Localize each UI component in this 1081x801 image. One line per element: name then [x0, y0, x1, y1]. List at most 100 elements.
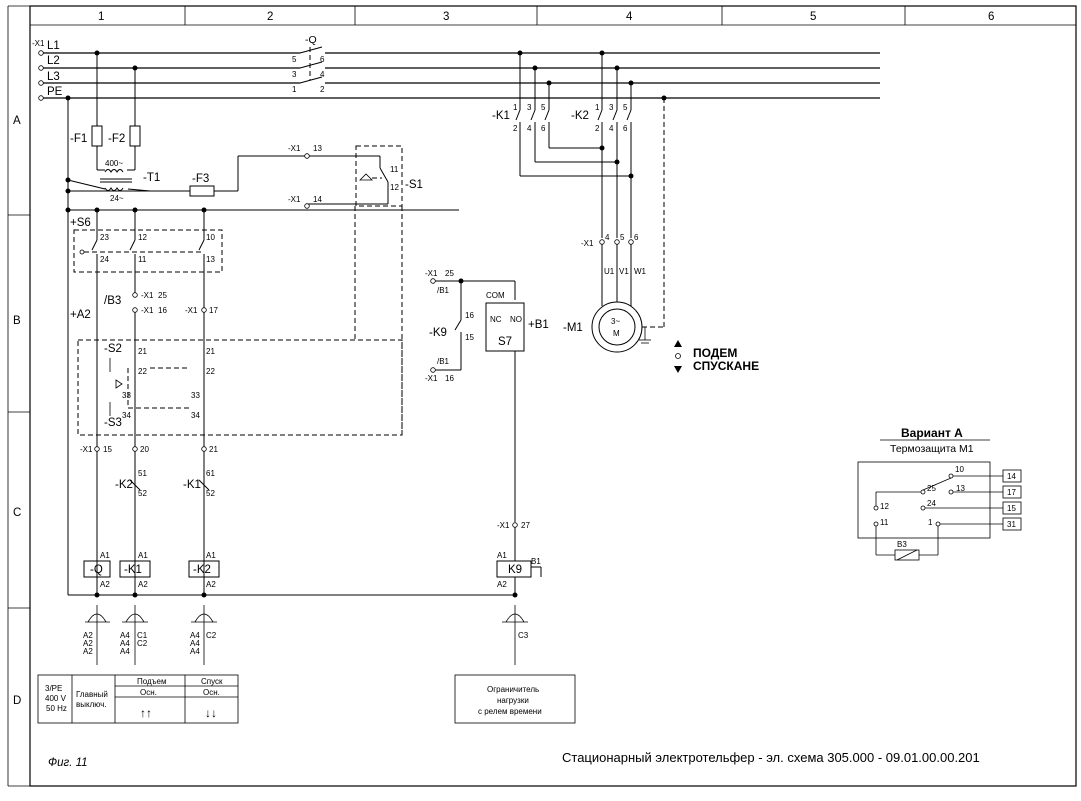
svg-text:34: 34 [191, 411, 200, 420]
svg-text:M: M [613, 329, 620, 338]
svg-text:Ограничитель: Ограничитель [487, 685, 539, 694]
svg-text:400~: 400~ [105, 159, 123, 168]
lower-arrows: ↓↓ [205, 706, 217, 720]
relay-s7 [485, 302, 525, 352]
svg-text:U1: U1 [604, 267, 615, 276]
svg-text:-M1: -M1 [563, 322, 583, 334]
svg-text:-F3: -F3 [192, 173, 209, 185]
svg-text:11: 11 [880, 518, 889, 527]
svg-text:Подъем: Подъем [137, 677, 166, 686]
svg-text:A4: A4 [120, 631, 130, 640]
svg-text:A2: A2 [138, 580, 148, 589]
lift-arrows: ↑↑ [140, 706, 152, 720]
power-bus: -X1 L1 L2 L3 PE [32, 39, 880, 101]
svg-text:15: 15 [465, 333, 474, 342]
svg-text:A4: A4 [120, 639, 130, 648]
svg-text:400 V: 400 V [45, 694, 67, 703]
svg-text:-K1: -K1 [124, 564, 142, 576]
svg-text:33: 33 [122, 391, 131, 400]
row-label: A [13, 115, 21, 127]
svg-text:-S2: -S2 [104, 343, 122, 355]
svg-text:21: 21 [209, 445, 218, 454]
svg-text:A2: A2 [83, 639, 93, 648]
column-label: 1 [98, 11, 104, 23]
svg-text:-X1: -X1 [288, 144, 301, 153]
coils-q-k1-k2: A1 -Q A2 A1 -K1 A2 A1 -K2 A2 [68, 551, 518, 598]
svg-text:/B1: /B1 [437, 357, 450, 366]
svg-text:-K2: -K2 [571, 110, 589, 122]
column-label: 4 [626, 11, 633, 23]
bus-l3-label: L3 [47, 71, 60, 83]
svg-text:31: 31 [1007, 520, 1016, 529]
svg-text:6: 6 [623, 124, 628, 133]
svg-text:C2: C2 [206, 631, 217, 640]
motor-m1: -X1 4 5 6 U1 V1 W1 3~ M -M1 ПОДЕМ СПУСКА… [563, 95, 759, 373]
svg-text:A4: A4 [190, 647, 200, 656]
fuse-f2 [129, 125, 141, 147]
svg-text:4: 4 [527, 124, 532, 133]
svg-text:1: 1 [513, 103, 518, 112]
svg-text:23: 23 [100, 233, 109, 242]
svg-text:13: 13 [313, 144, 322, 153]
svg-text:с релем времени: с релем времени [478, 707, 542, 716]
svg-text:-K9: -K9 [429, 327, 447, 339]
svg-text:NO: NO [510, 315, 522, 324]
svg-text:21: 21 [138, 347, 147, 356]
svg-text:-K2: -K2 [115, 479, 133, 491]
svg-text:-Q: -Q [305, 34, 317, 46]
svg-text:-X1: -X1 [425, 269, 438, 278]
svg-text:-F2: -F2 [108, 133, 125, 145]
svg-text:Осн.: Осн. [203, 688, 220, 697]
svg-text:-Q: -Q [90, 564, 103, 576]
svg-text:-X1: -X1 [141, 306, 154, 315]
svg-text:-F1: -F1 [70, 133, 87, 145]
svg-text:52: 52 [138, 489, 147, 498]
svg-text:12: 12 [390, 183, 399, 192]
column-label: 6 [988, 11, 994, 23]
svg-text:1: 1 [595, 103, 600, 112]
bus-l2-label: L2 [47, 55, 60, 67]
svg-text:Вариант А: Вариант А [901, 426, 963, 440]
coil-k9 [496, 560, 532, 578]
svg-text:10: 10 [206, 233, 215, 242]
svg-text:B1: B1 [531, 557, 541, 566]
svg-text:A2: A2 [206, 580, 216, 589]
interlock-contacts: 51 -K2 52 61 -K1 52 [115, 469, 215, 498]
svg-text:A1: A1 [100, 551, 110, 560]
svg-text:15: 15 [103, 445, 112, 454]
coil-q [83, 560, 111, 578]
svg-text:C2: C2 [137, 639, 148, 648]
svg-text:25: 25 [927, 484, 936, 493]
svg-text:24~: 24~ [110, 194, 124, 203]
svg-text:33: 33 [191, 391, 200, 400]
svg-text:14: 14 [1007, 472, 1016, 481]
svg-text:S7: S7 [498, 336, 512, 348]
svg-text:1: 1 [292, 85, 297, 94]
svg-text:16: 16 [158, 306, 167, 315]
svg-text:12: 12 [138, 233, 147, 242]
svg-text:27: 27 [521, 521, 530, 530]
svg-text:-X1: -X1 [425, 374, 438, 383]
svg-text:11: 11 [390, 165, 399, 174]
svg-text:A1: A1 [206, 551, 216, 560]
drawing-frame [29, 5, 1077, 787]
svg-text:5: 5 [292, 55, 297, 64]
svg-text:B3: B3 [897, 540, 907, 549]
load-limiter-b1: -X1 25 /B1 -K9 16 15 /B1 -X1 16 COM NC N… [425, 269, 549, 595]
svg-text:-X1: -X1 [288, 195, 301, 204]
svg-text:3: 3 [527, 103, 532, 112]
column-label: 2 [267, 11, 273, 23]
svg-text:A2: A2 [83, 647, 93, 656]
svg-text:A2: A2 [83, 631, 93, 640]
svg-text:A1: A1 [497, 551, 507, 560]
bus-pe-label: PE [47, 86, 63, 98]
svg-text:3: 3 [609, 103, 614, 112]
svg-text:3/PE: 3/PE [45, 684, 62, 693]
svg-text:13: 13 [956, 484, 965, 493]
svg-text:V1: V1 [619, 267, 629, 276]
svg-text:Спуск: Спуск [201, 677, 223, 686]
svg-text:2: 2 [320, 85, 325, 94]
svg-text:-X1: -X1 [185, 306, 198, 315]
svg-text:12: 12 [880, 502, 889, 511]
svg-text:21: 21 [206, 347, 215, 356]
